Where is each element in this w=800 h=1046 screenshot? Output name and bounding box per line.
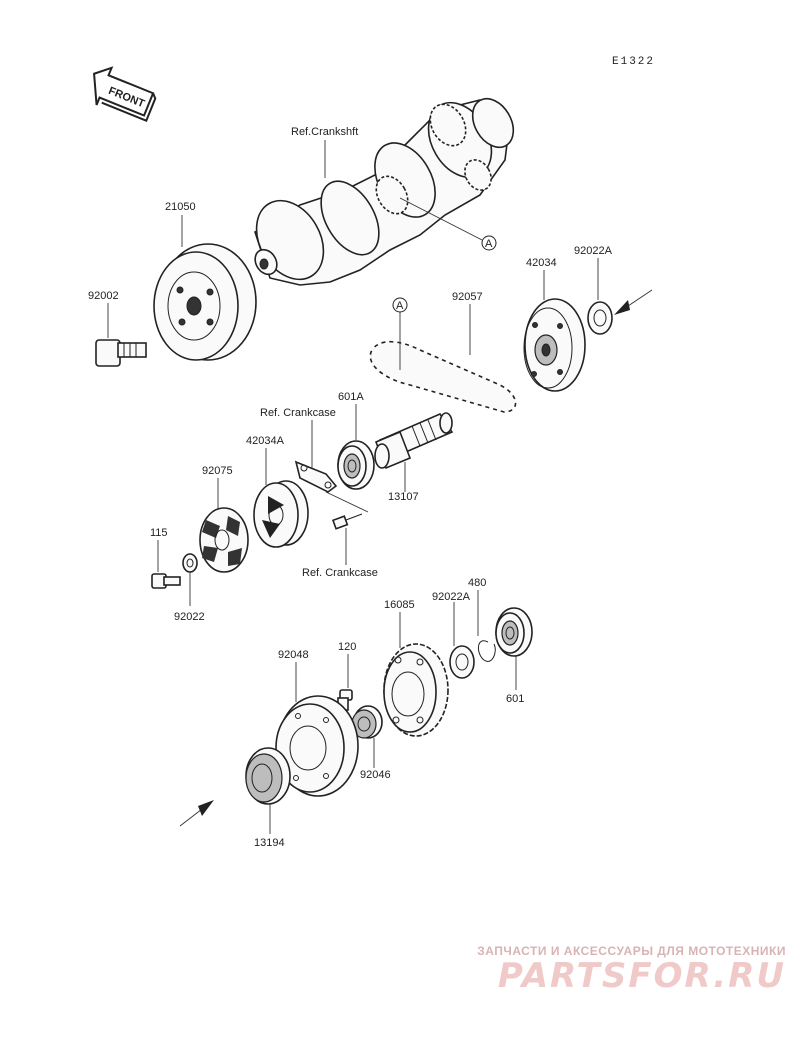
starter-sprocket-16085 <box>383 643 449 737</box>
label-ref-crankcase-top: Ref. Crankcase <box>260 407 336 419</box>
damper-hub-42034A <box>253 480 309 548</box>
watermark-tagline: ЗАПЧАСТИ И АКСЕССУАРЫ ДЛЯ МОТОТЕХНИКИ <box>477 944 786 958</box>
flywheel-21050 <box>153 243 257 361</box>
label-92002: 92002 <box>88 290 119 302</box>
bolt-92002 <box>95 339 147 367</box>
label-21050: 21050 <box>165 201 196 213</box>
label-92046: 92046 <box>360 769 391 781</box>
circlip-480 <box>478 640 496 662</box>
label-13194: 13194 <box>254 837 285 849</box>
washer-92022 <box>182 553 198 573</box>
label-42034A: 42034A <box>246 435 285 447</box>
direction-arrow-icon <box>179 800 214 827</box>
label-92075: 92075 <box>202 465 233 477</box>
label-92022A-bottom: 92022A <box>432 591 471 603</box>
label-13107: 13107 <box>388 491 419 503</box>
front-arrow-icon: FRONT <box>93 66 157 123</box>
label-480: 480 <box>468 577 486 589</box>
label-601A: 601A <box>338 391 364 403</box>
one-way-clutch-13194 <box>245 747 291 805</box>
sprocket-42034 <box>523 298 586 392</box>
label-601: 601 <box>506 693 524 705</box>
label-ref-crankshaft: Ref.Crankshft <box>291 126 358 138</box>
bearing-601A <box>337 440 375 490</box>
damper-rubber-92075 <box>199 507 249 573</box>
label-92022: 92022 <box>174 611 205 623</box>
label-120: 120 <box>338 641 356 653</box>
washer-92022A-bottom <box>449 645 475 679</box>
watermark: ЗАПЧАСТИ И АКСЕССУАРЫ ДЛЯ МОТОТЕХНИКИ PA… <box>477 944 786 994</box>
label-92022A-top: 92022A <box>574 245 613 257</box>
label-42034: 42034 <box>526 257 557 269</box>
label-92048: 92048 <box>278 649 309 661</box>
bearing-601 <box>495 607 533 657</box>
watermark-logo: PARTSFOR.RU <box>497 956 786 996</box>
label-ref-crankcase-bottom: Ref. Crankcase <box>302 567 378 579</box>
crankshaft <box>254 97 515 286</box>
chain-92057 <box>369 340 517 414</box>
bolt-115 <box>151 573 181 589</box>
shaft-13107 <box>374 412 454 470</box>
label-92057: 92057 <box>452 291 483 303</box>
callout-a-chain: A <box>396 300 404 312</box>
direction-arrow-icon <box>614 289 653 315</box>
clutch-ring-92048 <box>275 695 359 797</box>
crankcase-bolt <box>331 513 363 530</box>
label-16085: 16085 <box>384 599 415 611</box>
washer-92022A-top <box>587 301 613 335</box>
label-115: 115 <box>150 527 168 539</box>
crankcase-plate <box>294 460 338 493</box>
callout-a-crankshaft: A <box>485 238 493 250</box>
diagram-code: E1322 <box>612 56 655 68</box>
